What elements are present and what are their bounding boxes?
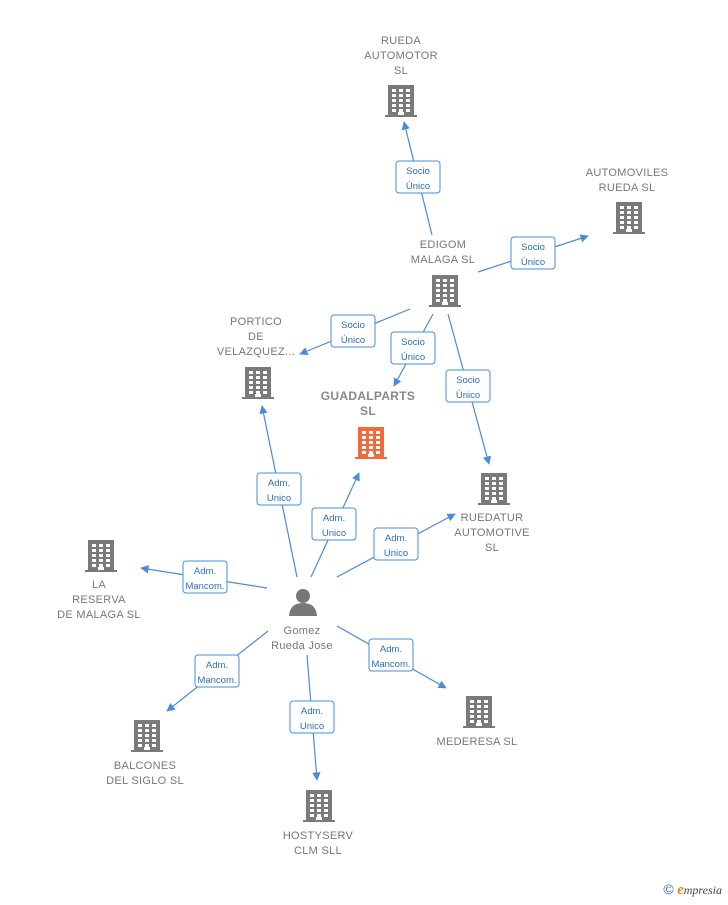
building-icon[interactable] xyxy=(463,696,495,728)
edge-label-text: Único xyxy=(406,181,430,192)
building-icon[interactable] xyxy=(242,367,274,399)
node-label: RESERVA xyxy=(72,594,126,606)
edge-label-box[interactable] xyxy=(445,369,491,403)
edge-label-box[interactable] xyxy=(182,560,228,594)
edge-label-box[interactable] xyxy=(390,331,436,365)
node-label: RUEDA SL xyxy=(599,182,656,194)
node-label: SL xyxy=(360,404,376,418)
node-label: MALAGA SL xyxy=(411,254,475,266)
edge-label-text: Único xyxy=(521,257,545,268)
node-label: DEL SIGLO SL xyxy=(106,775,184,787)
edge-label-text: Único xyxy=(341,335,365,346)
edge-gomez-to-balcones: Adm. Mancom. xyxy=(166,630,269,712)
node-label: DE xyxy=(248,331,264,343)
edge-label-text: Adm. xyxy=(385,533,407,544)
edge-gomez-to-guadalparts: Adm. Unico xyxy=(310,472,360,578)
node-label: VELAZQUEZ... xyxy=(217,346,295,358)
edge-gomez-to-la_reserva: Adm. Mancom. xyxy=(140,560,268,594)
building-icon[interactable] xyxy=(303,790,335,822)
node-label: HOSTYSERV xyxy=(283,830,354,842)
building-icon[interactable] xyxy=(429,275,461,307)
edge-label-text: Adm. xyxy=(323,513,345,524)
edge-label-text: Unico xyxy=(300,721,324,732)
edge-gomez-to-mederesa: Adm. Mancom. xyxy=(336,625,447,689)
person-icon[interactable] xyxy=(289,589,317,616)
edge-label-text: Único xyxy=(456,390,480,401)
edge-label-text: Adm. xyxy=(268,478,290,489)
node-label: Gomez xyxy=(284,625,321,637)
edge-label-box[interactable] xyxy=(194,654,240,688)
node-portico[interactable]: PORTICO DE VELAZQUEZ... xyxy=(217,316,295,399)
node-label: AUTOMOTIVE xyxy=(454,527,530,539)
node-label: AUTOMOVILES xyxy=(586,167,669,179)
building-icon[interactable] xyxy=(131,720,163,752)
edge-label-text: Socio xyxy=(401,337,425,348)
edge-label-text: Adm. xyxy=(301,706,323,717)
edge-label-box[interactable] xyxy=(289,700,335,734)
edge-label-text: Adm. xyxy=(194,566,216,577)
edge-label-box[interactable] xyxy=(373,527,419,561)
edge-label-text: Socio xyxy=(341,320,365,331)
building-icon[interactable] xyxy=(613,202,645,234)
node-label: RUEDATUR xyxy=(461,512,524,524)
node-label: EDIGOM xyxy=(420,239,466,251)
node-automoviles_rueda[interactable]: AUTOMOVILES RUEDA SL xyxy=(586,167,669,234)
edge-label-text: Mancom. xyxy=(197,675,236,686)
edge-label-text: Mancom. xyxy=(371,659,410,670)
edge-label-box[interactable] xyxy=(256,472,302,506)
footer-brand: © empresia xyxy=(663,881,722,899)
node-label: SL xyxy=(485,542,499,554)
edge-label-box[interactable] xyxy=(395,160,441,194)
edge-gomez-to-ruedatur: Adm. Unico xyxy=(336,513,456,578)
node-label: GUADALPARTS xyxy=(321,389,415,403)
node-mederesa[interactable]: MEDERESA SL xyxy=(437,696,518,748)
node-balcones[interactable]: BALCONES DEL SIGLO SL xyxy=(106,720,184,787)
edge-label-box[interactable] xyxy=(510,236,556,270)
node-label: Rueda Jose xyxy=(271,640,333,652)
node-label: CLM SLL xyxy=(294,845,342,857)
building-icon[interactable] xyxy=(478,473,510,505)
node-edigom[interactable]: EDIGOM MALAGA SL xyxy=(411,239,475,307)
edge-gomez-to-portico: Adm. Unico xyxy=(256,405,302,578)
node-hostyserv[interactable]: HOSTYSERV CLM SLL xyxy=(283,790,354,857)
edge-gomez-to-hostyserv: Adm. Unico xyxy=(289,654,335,781)
node-label: AUTOMOTOR xyxy=(364,50,438,62)
node-label: PORTICO xyxy=(230,316,282,328)
edge-label-box[interactable] xyxy=(311,507,357,541)
edge-label-text: Socio xyxy=(406,166,430,177)
building-icon[interactable] xyxy=(385,85,417,117)
node-label: SL xyxy=(394,65,408,77)
node-label: RUEDA xyxy=(381,35,421,47)
edge-label-text: Adm. xyxy=(206,660,228,671)
edge-label-text: Adm. xyxy=(380,644,402,655)
node-ruedatur[interactable]: RUEDATUR AUTOMOTIVE SL xyxy=(454,473,530,554)
node-label: LA xyxy=(92,579,106,591)
edge-label-box[interactable] xyxy=(368,638,414,672)
edge-label-text: Unico xyxy=(384,548,408,559)
building-icon[interactable] xyxy=(85,540,117,572)
edge-label-text: Único xyxy=(401,352,425,363)
brand-logo: empresia xyxy=(677,882,722,898)
edge-label-text: Socio xyxy=(456,375,480,386)
edge-label-text: Unico xyxy=(267,493,291,504)
copyright-icon: © xyxy=(663,881,674,897)
edge-label-text: Unico xyxy=(322,528,346,539)
edge-label-box[interactable] xyxy=(330,314,376,348)
edge-label-text: Mancom. xyxy=(185,581,224,592)
building-icon[interactable] xyxy=(355,427,387,459)
node-la_reserva[interactable]: LA RESERVA DE MALAGA SL xyxy=(57,540,141,621)
edge-label-text: Socio xyxy=(521,242,545,253)
node-label: MEDERESA SL xyxy=(437,736,518,748)
node-label: DE MALAGA SL xyxy=(57,609,141,621)
node-label: BALCONES xyxy=(114,760,176,772)
node-rueda_automotor[interactable]: RUEDA AUTOMOTOR SL xyxy=(364,35,438,117)
